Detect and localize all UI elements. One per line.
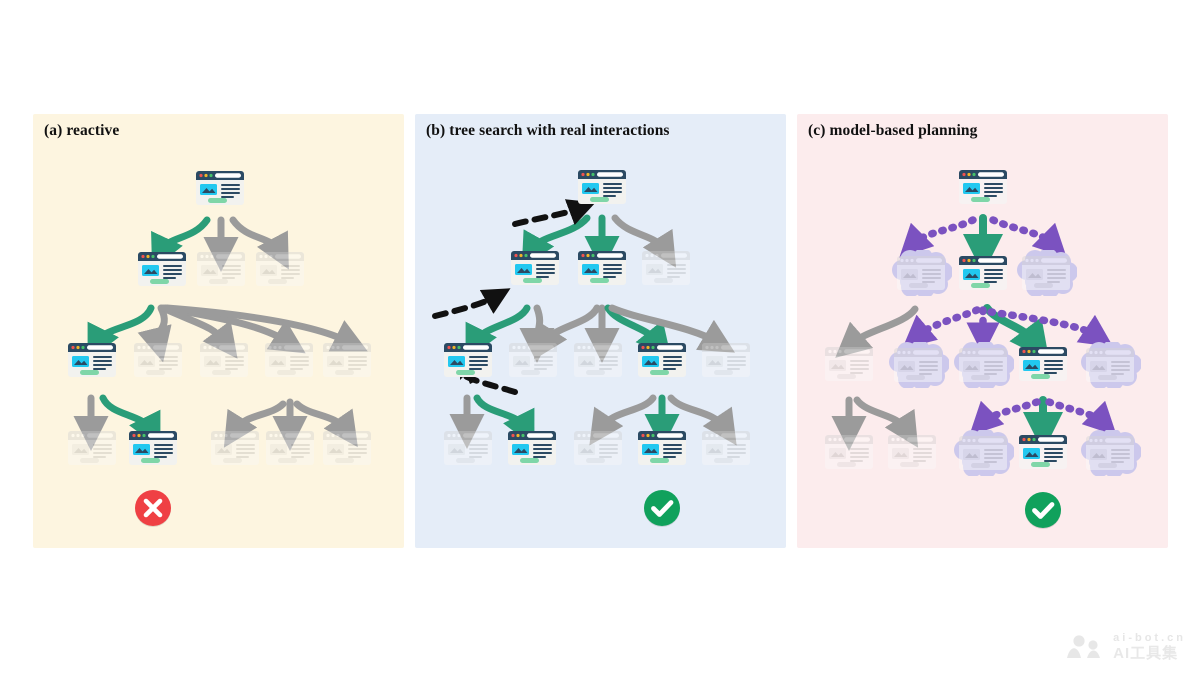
browser-node[interactable] (577, 250, 627, 286)
browser-node-faded[interactable] (133, 342, 183, 378)
browser-node-faded[interactable] (573, 430, 623, 466)
browser-node[interactable] (637, 430, 687, 466)
browser-node-faded[interactable] (196, 251, 246, 287)
browser-node-faded[interactable] (641, 250, 691, 286)
browser-node-faded[interactable] (322, 342, 372, 378)
status-badge-success (640, 486, 684, 530)
browser-node[interactable] (128, 430, 178, 466)
imagined-browser-node[interactable] (1079, 430, 1141, 476)
browser-node-faded[interactable] (255, 251, 305, 287)
browser-node[interactable] (443, 342, 493, 378)
browser-node[interactable] (637, 342, 687, 378)
imagined-browser-node[interactable] (890, 250, 952, 296)
panel-a-edges (73, 216, 368, 451)
panel-b-title: (b) tree search with real interactions (426, 122, 670, 139)
status-badge-failure (131, 486, 175, 530)
panel-model-based-planning: (c) model-based planning (797, 114, 1168, 548)
watermark-domain: ai-bot.cn (1113, 632, 1186, 644)
panel-c-title: (c) model-based planning (808, 122, 978, 139)
imagined-browser-node[interactable] (1015, 250, 1077, 296)
browser-node-faded[interactable] (199, 342, 249, 378)
imagined-browser-node[interactable] (952, 430, 1014, 476)
imagined-browser-node[interactable] (1079, 342, 1141, 388)
panel-c-edges (831, 214, 1117, 452)
panel-tree-search: (b) tree search with real interactions (415, 114, 786, 548)
browser-node-faded[interactable] (265, 430, 315, 466)
browser-node-faded[interactable] (322, 430, 372, 466)
browser-node-faded[interactable] (443, 430, 493, 466)
browser-node-faded[interactable] (824, 434, 874, 470)
ai-bot-logo-icon (1067, 635, 1101, 658)
imagined-browser-node[interactable] (887, 342, 949, 388)
imagined-browser-node[interactable] (952, 342, 1014, 388)
panel-a-title: (a) reactive (44, 122, 120, 139)
browser-node-faded[interactable] (67, 430, 117, 466)
browser-node-faded[interactable] (701, 342, 751, 378)
browser-node[interactable] (137, 251, 187, 287)
panel-reactive: (a) reactive (33, 114, 404, 548)
browser-node[interactable] (507, 430, 557, 466)
watermark: ai-bot.cn AI工具集 (1066, 633, 1186, 661)
browser-node[interactable] (577, 169, 627, 205)
browser-node[interactable] (1018, 346, 1068, 382)
browser-node-faded[interactable] (264, 342, 314, 378)
browser-node[interactable] (67, 342, 117, 378)
browser-node[interactable] (510, 250, 560, 286)
browser-node-faded[interactable] (824, 346, 874, 382)
browser-node[interactable] (195, 170, 245, 206)
browser-node-faded[interactable] (887, 434, 937, 470)
watermark-brand: AI工具集 (1113, 645, 1179, 662)
browser-node-faded[interactable] (508, 342, 558, 378)
browser-node[interactable] (958, 255, 1008, 291)
browser-node-faded[interactable] (701, 430, 751, 466)
browser-node-faded[interactable] (210, 430, 260, 466)
status-badge-success (1021, 488, 1065, 532)
browser-node[interactable] (1018, 434, 1068, 470)
browser-node-faded[interactable] (573, 342, 623, 378)
browser-node[interactable] (958, 169, 1008, 205)
